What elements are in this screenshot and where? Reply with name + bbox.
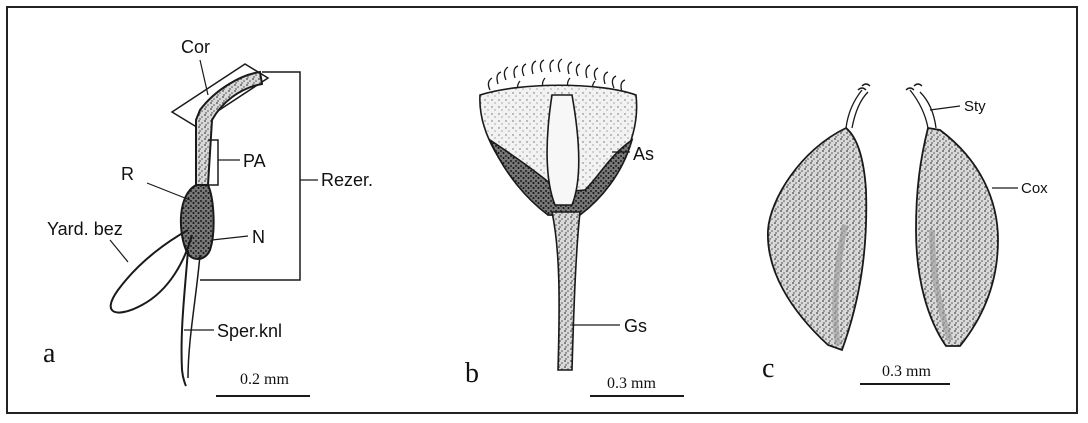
label-sper-knl: Sper.knl <box>217 322 282 340</box>
label-cor: Cor <box>181 38 210 56</box>
scale-label-c: 0.3 mm <box>882 364 931 380</box>
label-n: N <box>252 228 265 246</box>
label-as: As <box>633 145 654 163</box>
panel-label-a: a <box>43 340 55 368</box>
label-r: R <box>121 165 134 183</box>
label-pa: PA <box>243 152 266 170</box>
panel-a-drawing <box>110 60 318 396</box>
label-rezer: Rezer. <box>321 171 373 189</box>
scale-label-b: 0.3 mm <box>607 376 656 392</box>
panel-c-drawing <box>768 84 1018 384</box>
panel-b-drawing <box>480 59 684 396</box>
panel-label-c: c <box>762 355 774 383</box>
panel-label-b: b <box>465 360 479 388</box>
label-yard-bez: Yard. bez <box>47 220 123 238</box>
label-gs: Gs <box>624 317 647 335</box>
label-sty: Sty <box>964 99 986 114</box>
label-cox: Cox <box>1021 181 1048 196</box>
scale-label-a: 0.2 mm <box>240 372 289 388</box>
